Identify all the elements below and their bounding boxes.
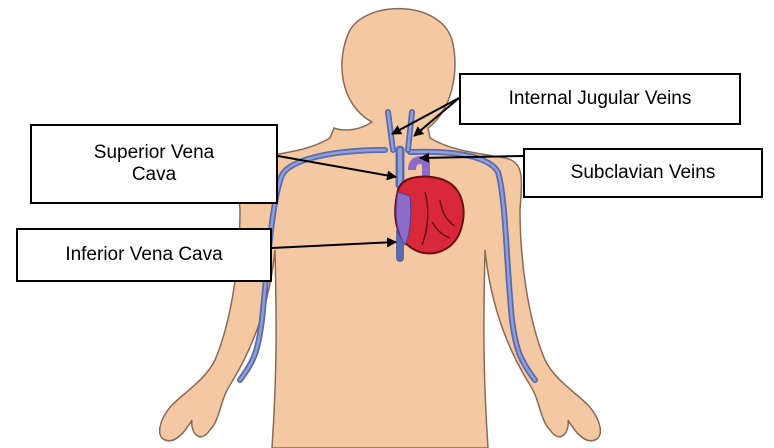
label-subclavian-veins: Subclavian Veins [523, 148, 763, 198]
label-superior-vena-cava: Superior Vena Cava [30, 124, 278, 204]
label-internal-jugular-veins: Internal Jugular Veins [459, 73, 741, 125]
label-inferior-vena-cava: Inferior Vena Cava [16, 228, 272, 282]
